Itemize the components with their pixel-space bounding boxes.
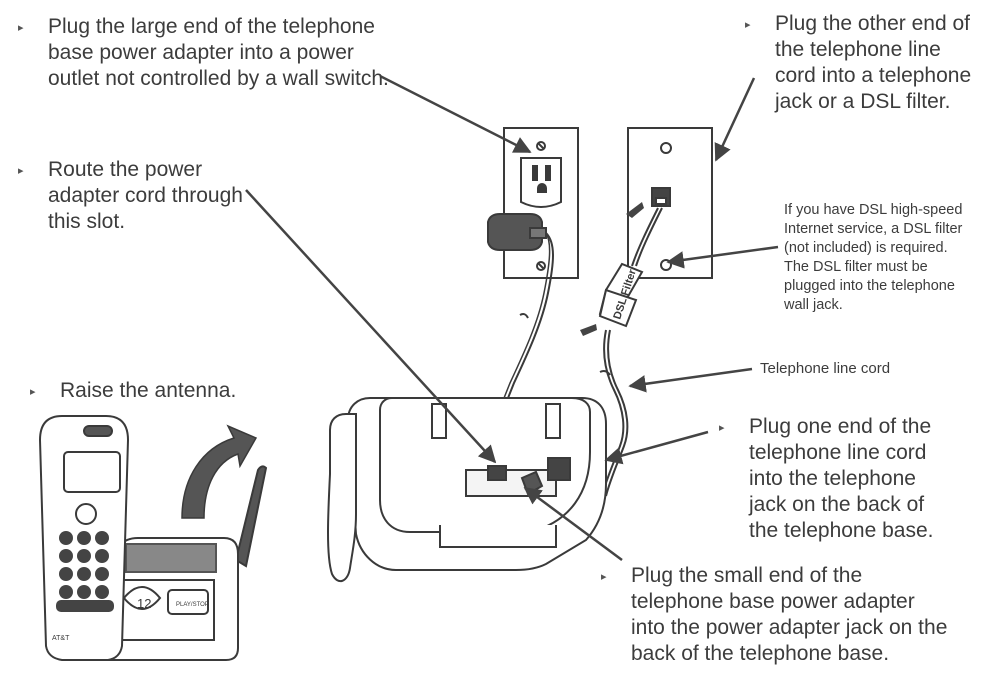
bullet-icon: ▸: [18, 165, 24, 177]
callout-raise-antenna: ▸ Raise the antenna.: [30, 378, 290, 404]
power-outlet: [504, 128, 578, 278]
callout-route-cord-text: Route the power adapter cord through thi…: [48, 158, 243, 233]
dsl-filter: [600, 208, 662, 496]
callout-line-cord-jack: ▸ Plug the other end of the telephone li…: [745, 11, 975, 115]
callout-power-outlet-text: Plug the large end of the telephone base…: [48, 15, 389, 90]
callout-base-line-jack: ▸ Plug one end of the telephone line cor…: [719, 414, 954, 544]
handset-brand: AT&T: [52, 635, 70, 642]
handset-play-stop-label: PLAY/STOP: [176, 602, 209, 608]
callout-base-line-jack-text: Plug one end of the telephone line cord …: [749, 415, 934, 542]
telephone-base: [328, 398, 606, 581]
callout-power-outlet: ▸ Plug the large end of the telephone ba…: [18, 14, 408, 92]
callout-power-jack-text: Plug the small end of the telephone base…: [631, 564, 948, 665]
callout-arrows: [246, 76, 778, 560]
handset-message-count: 12: [137, 596, 151, 611]
rotate-arrow-icon: [182, 426, 256, 518]
dsl-note: If you have DSL high-speed Internet serv…: [784, 202, 963, 313]
bullet-icon: ▸: [745, 19, 751, 31]
callout-raise-antenna-text: Raise the antenna.: [60, 379, 237, 402]
bullet-icon: ▸: [719, 422, 725, 434]
handset-and-base: [40, 416, 266, 660]
callout-line-cord-jack-text: Plug the other end of the telephone line…: [775, 12, 972, 113]
bullet-icon: ▸: [601, 571, 607, 583]
callout-power-jack: ▸ Plug the small end of the telephone ba…: [601, 563, 951, 667]
bullet-icon: ▸: [18, 22, 24, 34]
callout-route-cord: ▸ Route the power adapter cord through t…: [18, 157, 258, 235]
line-cord-label: Telephone line cord: [760, 360, 891, 377]
bullet-icon: ▸: [30, 386, 36, 398]
